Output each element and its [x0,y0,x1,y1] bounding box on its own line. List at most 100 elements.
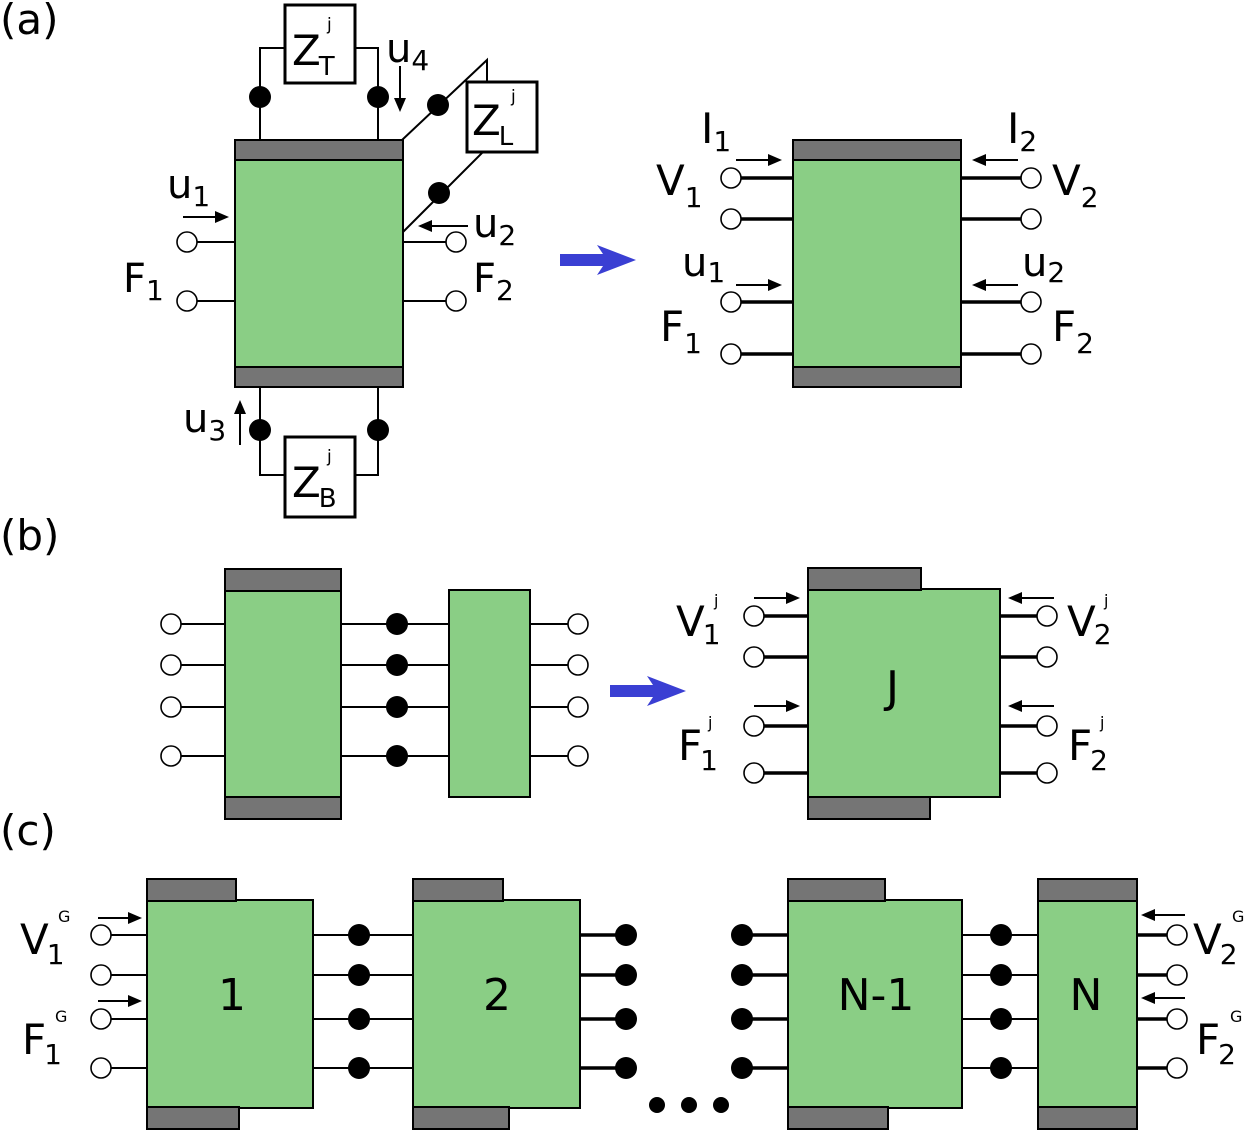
arrow-u2-head [418,220,432,232]
terminal-f2 [445,290,467,312]
label-u1: u1 [167,162,210,213]
wire-zt-left [259,47,285,140]
equivalent-block-a [792,139,962,388]
impedance-sup-zt: j [326,15,332,35]
terminal-j-right-4 [1036,762,1058,784]
node-zl-bottom [428,182,450,204]
label-v2: V2 [1052,156,1099,214]
node-zl-top [427,94,449,116]
terminal-eq-v2b [1020,208,1042,230]
arrow-vj2-head [1008,592,1022,604]
terminal-b-left-1 [160,613,182,635]
junction-label: J [883,662,899,713]
terminal-j-right-2 [1036,646,1058,668]
label-fg1: F1 [22,1015,62,1071]
ellipsis-dot-1 [649,1097,665,1113]
wire-zb-left [259,387,285,476]
arrow-fj2-head [1008,700,1022,712]
transform-arrow-b [610,676,686,706]
impedance-label-zl: ZL [472,96,514,152]
node-c2-4 [615,1057,637,1079]
node-cn1-1 [731,924,753,946]
node-cn1-3 [731,1008,753,1030]
label-fj1: F1 [678,721,718,777]
bottom-electrode-a [234,366,404,388]
arrow-i1-head [768,154,782,166]
terminal-b-right-1 [567,613,589,635]
terminal-c-right-4 [1166,1057,1188,1079]
sup-vj1: j [713,591,718,610]
sup-fg2: G [1230,1007,1242,1026]
chain-block-n-bottom-electrode [1037,1106,1138,1130]
node-cnn-4 [990,1057,1012,1079]
label-f1: F1 [123,256,164,307]
terminal-eq-v2 [1020,167,1042,189]
terminal-eq-v1 [720,167,742,189]
equivalent-top-electrode [792,139,962,161]
chain-block-2-top-electrode [412,878,504,902]
label-eq-f1: F1 [660,302,702,360]
chain-block-n-1 [787,899,963,1109]
chain-block-1 [146,899,314,1109]
chain-block-2 [412,899,581,1109]
terminal-j-left-4 [743,762,765,784]
panel-label-b: (b) [0,511,59,560]
equivalent-bottom-electrode [792,366,962,388]
label-i2: I2 [1007,104,1037,158]
terminal-eq-v1b [720,208,742,230]
node-b-2 [386,654,408,676]
terminal-b-left-3 [160,696,182,718]
sup-fj2: j [1099,713,1104,732]
chain-block-n-1-top-electrode [787,878,886,902]
impedance-label-zt: ZT [292,26,335,82]
terminal-b-left-2 [160,654,182,676]
arrow-vj1-head [786,592,800,604]
terminal-j-left-3 [743,715,765,737]
arrow-fg1-head [128,995,142,1007]
arrow-u3-head [234,400,246,414]
chain-block-n-top-electrode [1037,878,1138,902]
label-v1: V1 [656,156,703,214]
label-eq-u1: u1 [682,240,725,289]
arrow-fg2-head [1141,992,1155,1004]
top-electrode-b [224,568,342,592]
chain-block-1-top-electrode [146,878,237,902]
junction-block [807,588,1001,798]
chain-block-n-1-label: N-1 [838,970,915,1021]
node-zb-right [367,419,389,441]
node-c12-2 [348,964,370,986]
chain-block-2-label: 2 [483,970,511,1021]
arrow-vg1-head [128,912,142,924]
node-b-1 [386,613,408,635]
wire-zt-right [355,47,379,140]
terminal-j-right-3 [1036,715,1058,737]
node-c2-2 [615,964,637,986]
arrow-vg2-head [1141,909,1155,921]
terminal-j-left-2 [743,646,765,668]
sup-vg2: G [1232,907,1244,926]
chain-block-2-bottom-electrode [412,1106,510,1130]
node-zt-left [249,86,271,108]
node-b-3 [386,696,408,718]
terminal-b-left-4 [160,745,182,767]
terminal-b-right-4 [567,745,589,767]
bottom-electrode-b [224,796,342,820]
terminal-f1 [176,290,198,312]
sup-fg1: G [55,1007,67,1026]
terminal-c-left-1 [90,924,112,946]
label-u4: u4 [386,26,429,77]
label-vj1: V1 [676,597,721,651]
wire-zl-top [401,57,488,141]
label-vj2: V2 [1067,597,1112,651]
label-vg2: V2 [1193,915,1238,971]
node-cnn-3 [990,1008,1012,1030]
ellipsis-dot-2 [681,1097,697,1113]
terminal-u1 [176,231,198,253]
junction-top-electrode [807,567,922,591]
terminal-c-left-4 [90,1057,112,1079]
panel-label-a: (a) [0,0,59,44]
terminal-eq-f2 [1020,343,1042,365]
impedance-sup-zb: j [326,447,332,467]
chain-block-n-1-bottom-electrode [787,1106,889,1130]
